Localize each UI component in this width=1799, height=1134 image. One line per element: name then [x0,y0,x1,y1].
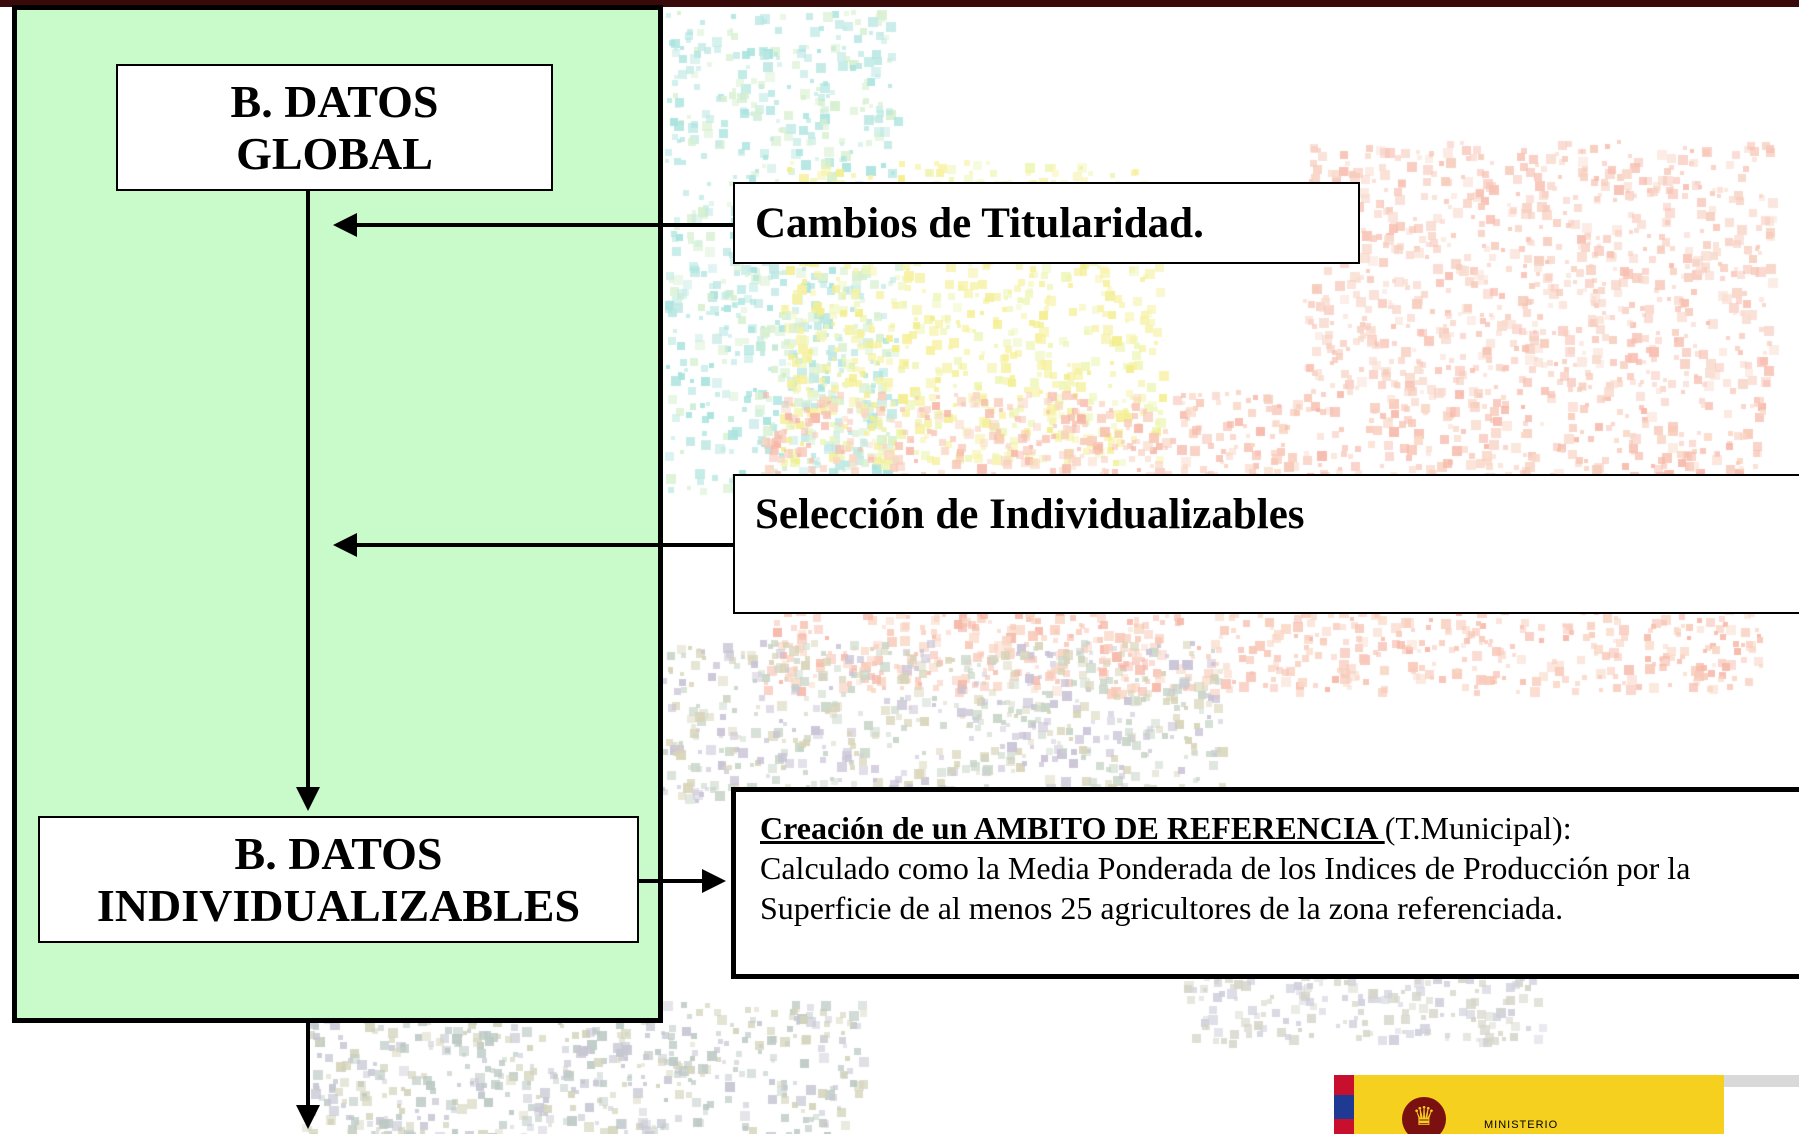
reference-area-title-suffix: (T.Municipal): [1384,810,1572,846]
selection-box: Selección de Individualizables [733,474,1799,614]
individual-database-box: B. DATOS INDIVIDUALIZABLES [38,816,639,943]
indiv-box-line1: B. DATOS [234,827,443,879]
reference-area-box: Creación de un AMBITO DE REFERENCIA (T.M… [731,787,1799,979]
top-bar [0,0,1799,7]
selection-label: Selección de Individualizables [755,491,1305,538]
ministry-label: MINISTERIO [1484,1119,1559,1131]
reference-area-title: Creación de un AMBITO DE REFERENCIA [760,810,1385,846]
global-box-line1: B. DATOS [230,75,439,127]
global-database-box: B. DATOS GLOBAL [116,64,553,191]
royal-crest-icon: ♛ [1402,1097,1446,1134]
flag-blue-stripe [1334,1095,1354,1119]
reference-area-description: Calculado como la Media Ponderada de los… [760,850,1691,926]
ownership-changes-label: Cambios de Titularidad. [755,199,1204,247]
logo-grey-strip [1724,1075,1799,1087]
global-box-line2: GLOBAL [236,127,433,179]
ministry-logo: ♛ MINISTERIO [1334,1075,1724,1134]
ownership-changes-box: Cambios de Titularidad. [733,182,1360,264]
indiv-box-line2: INDIVIDUALIZABLES [96,879,581,931]
